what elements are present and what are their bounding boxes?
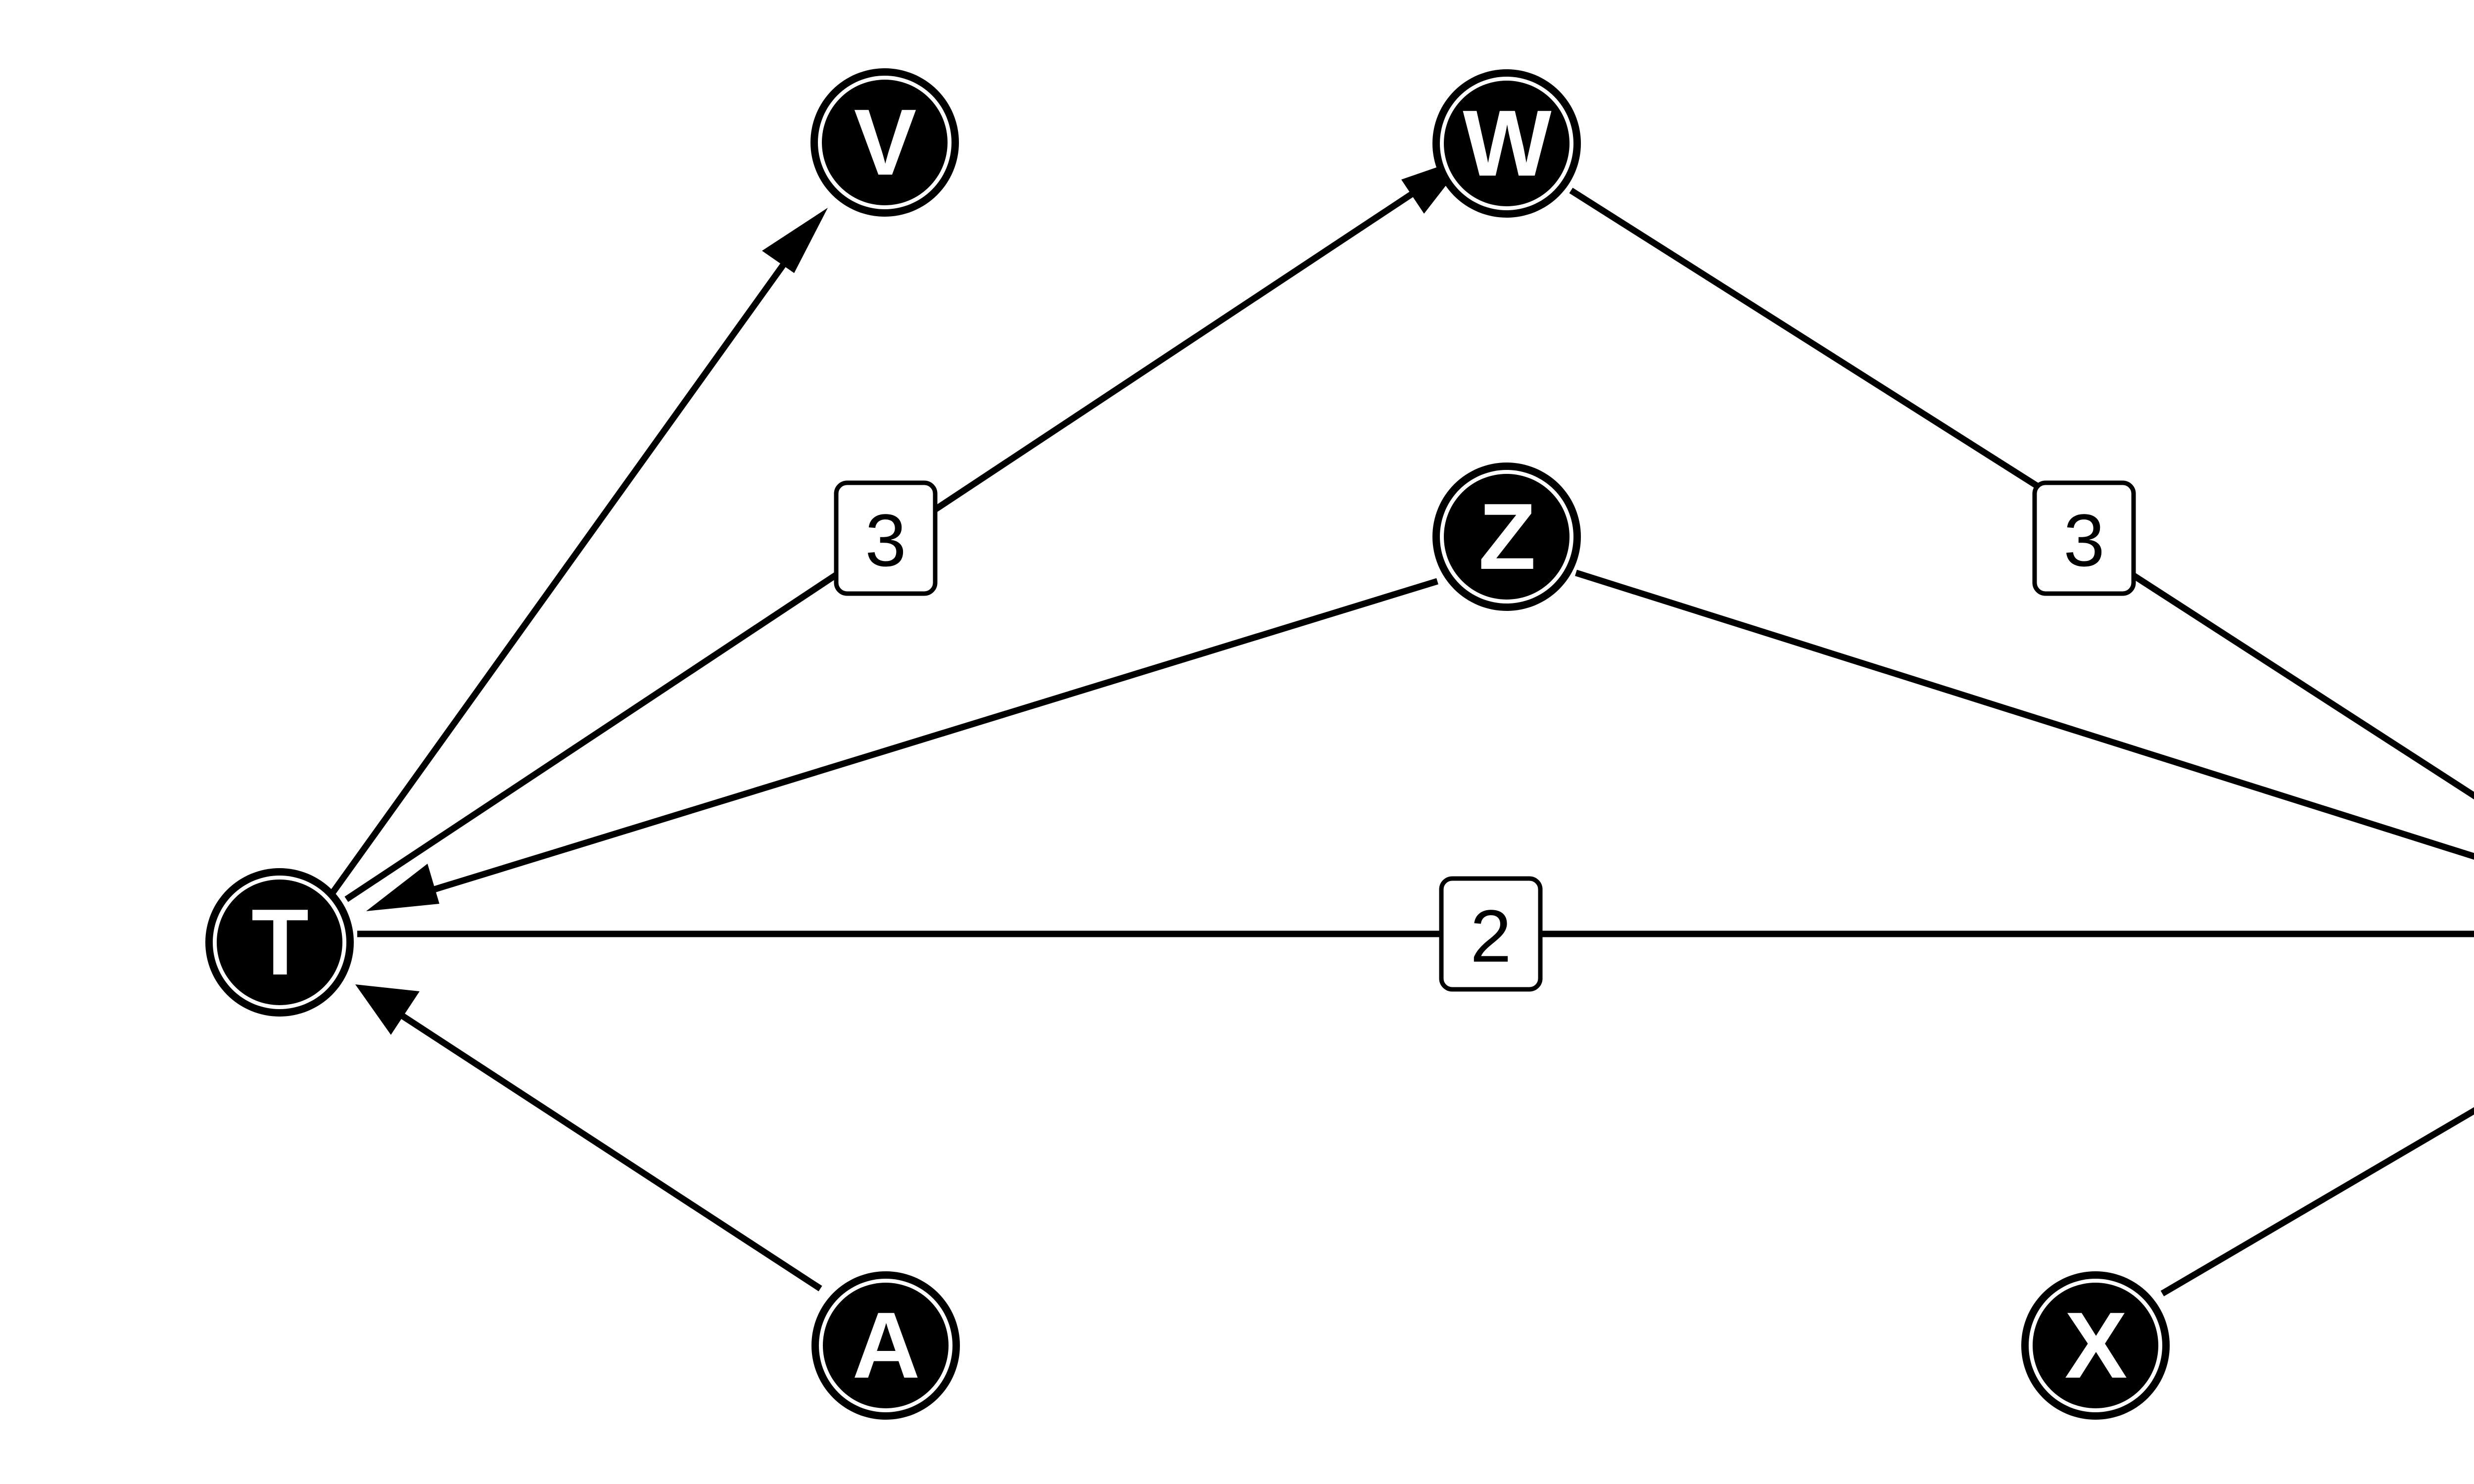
edge-x-y-line bbox=[2160, 1107, 2474, 1297]
edge-label-t-w[interactable]: 3 bbox=[834, 480, 938, 596]
node-x[interactable]: X bbox=[2021, 1271, 2170, 1420]
node-a-inner-disk bbox=[823, 1283, 949, 1408]
edge-label-t-y[interactable]: 2 bbox=[1439, 876, 1543, 992]
node-t-label: T bbox=[251, 890, 308, 995]
edge-t-w-line-a bbox=[344, 572, 838, 902]
edge-a-t-arrowhead bbox=[355, 984, 420, 1035]
edge-t-w-line-b bbox=[933, 174, 1439, 512]
edge-w-y[interactable] bbox=[1569, 187, 2474, 901]
node-w[interactable]: W bbox=[1432, 69, 1581, 218]
node-v[interactable]: V bbox=[810, 68, 959, 217]
edge-t-v[interactable] bbox=[330, 208, 828, 895]
edge-a-t-line bbox=[394, 1009, 822, 1292]
node-t-inner-disk bbox=[217, 880, 342, 1005]
node-z-inner-disk bbox=[1444, 474, 1570, 600]
node-z-label: Z bbox=[1478, 484, 1535, 589]
node-w-inner-disk bbox=[1444, 81, 1570, 206]
edge-z-y-line bbox=[1575, 569, 2474, 860]
node-a-label: A bbox=[852, 1293, 919, 1398]
node-layer: T V W Z Y bbox=[205, 68, 2170, 1420]
edge-label-layer: 3 3 2 bbox=[834, 480, 2136, 992]
node-x-label: X bbox=[2065, 1293, 2127, 1398]
edge-label-t-w-text: 3 bbox=[865, 499, 906, 582]
node-w-label: W bbox=[1463, 91, 1552, 196]
node-x-inner-disk bbox=[2033, 1283, 2158, 1408]
edge-z-t-line bbox=[411, 578, 1438, 900]
edge-x-y[interactable] bbox=[2160, 1015, 2474, 1297]
edge-label-t-y-box bbox=[1439, 876, 1543, 992]
edge-label-t-y-text: 2 bbox=[1470, 894, 1511, 977]
node-a[interactable]: A bbox=[811, 1271, 960, 1420]
edge-z-t[interactable] bbox=[366, 578, 1438, 911]
node-v-label: V bbox=[854, 90, 916, 195]
edge-label-w-y-box bbox=[2032, 480, 2136, 596]
edge-label-w-y[interactable]: 3 bbox=[2032, 480, 2136, 596]
node-t[interactable]: T bbox=[205, 868, 354, 1017]
edge-layer bbox=[330, 156, 2474, 1297]
edge-t-y[interactable] bbox=[357, 905, 2474, 963]
node-v-inner-disk bbox=[822, 80, 948, 205]
node-z[interactable]: Z bbox=[1432, 463, 1581, 611]
edge-label-t-w-box bbox=[834, 480, 938, 596]
edge-t-v-line bbox=[330, 239, 803, 895]
edge-t-v-arrowhead bbox=[762, 208, 828, 273]
edge-label-w-y-text: 3 bbox=[2063, 499, 2104, 582]
edge-z-y[interactable] bbox=[1575, 569, 2474, 912]
edge-a-t[interactable] bbox=[355, 984, 822, 1292]
edge-w-y-line-a bbox=[1569, 187, 2053, 498]
edge-w-y-line-b bbox=[2120, 565, 2474, 800]
edge-z-t-arrowhead bbox=[366, 864, 439, 911]
